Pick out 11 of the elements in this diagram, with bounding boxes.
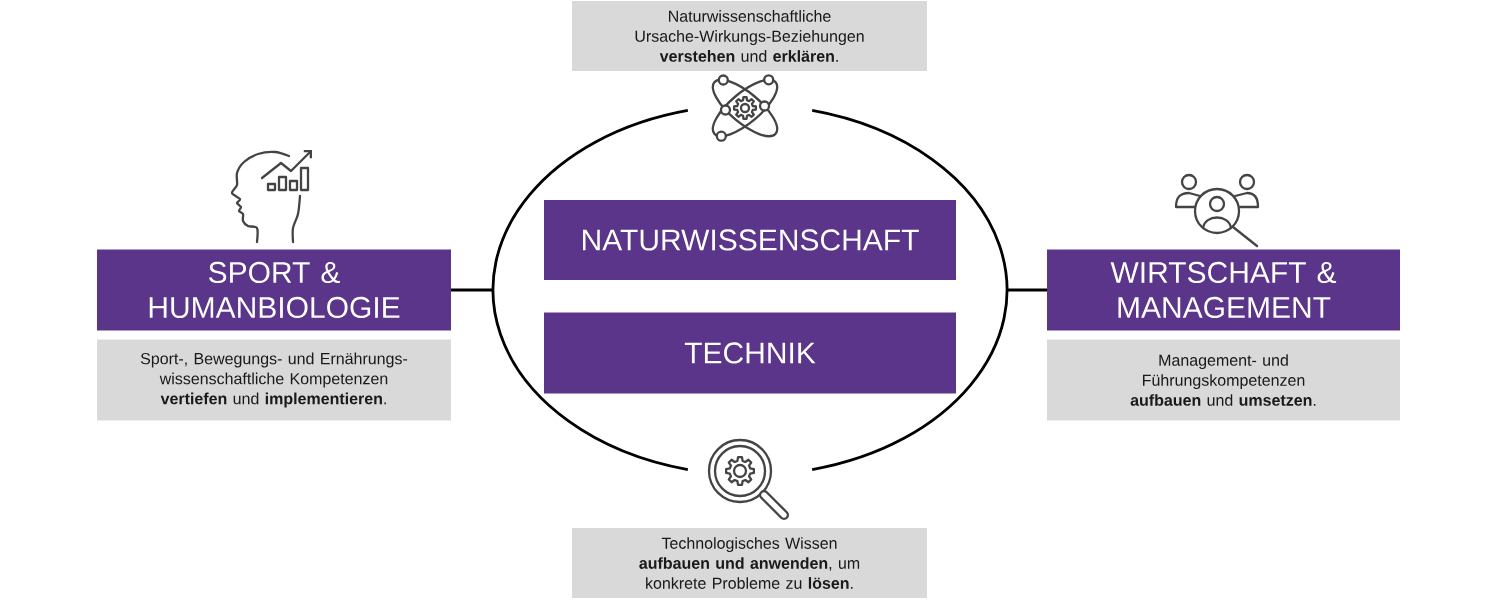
ellipse-outline (491, 109, 1009, 471)
connector-line (1007, 288, 1047, 292)
heading-box: SPORT & HUMANBIOLOGIE (97, 249, 451, 331)
description-box: Management- und Führungskompetenzen aufbauen und umsetzen. (1047, 339, 1400, 421)
description-box: Sport-, Bewegungs- und Ernährungs- wissenschaftliche Kompetenzen vertiefen und implementieren. (97, 339, 451, 421)
heading-box: WIRTSCHAFT & MANAGEMENT (1047, 249, 1400, 331)
heading-box: NATURWISSENSCHAFT (544, 200, 956, 280)
description-box: Naturwissenschaftliche Ursache-Wirkungs-Beziehungen verstehen und erklären. (572, 1, 927, 71)
connector-line (451, 288, 493, 292)
description-box: Technologisches Wissen aufbauen und anwenden, um konkrete Probleme zu lösen. (572, 528, 927, 598)
heading-box: TECHNIK (544, 312, 956, 394)
